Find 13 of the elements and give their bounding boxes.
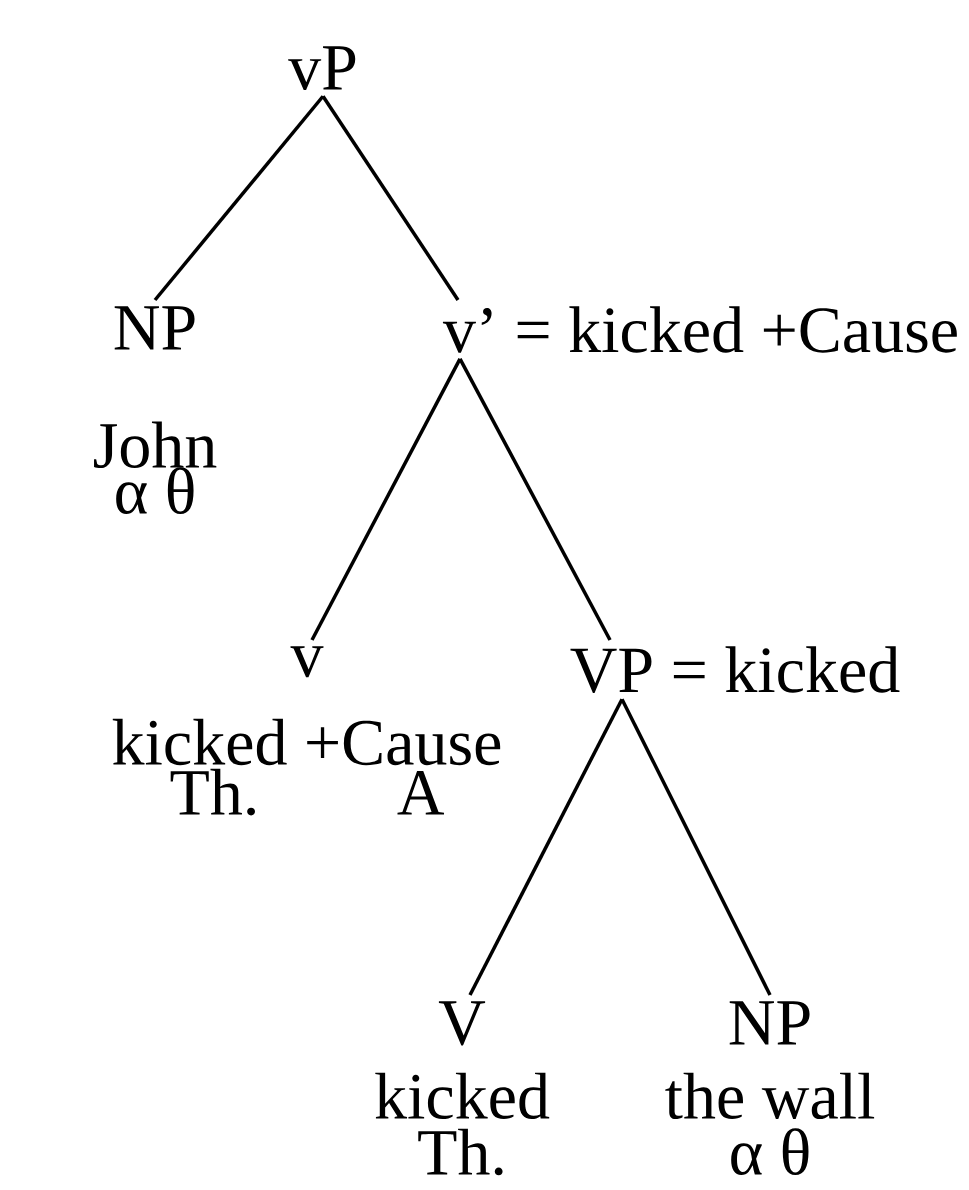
tree-branch [458,358,612,641]
tree-label: V kicked Th. [375,1001,550,1176]
tree-branch [620,698,772,996]
tree-branch [468,698,624,996]
tree-label: vP [288,46,356,91]
tree-label: v kicked +Cause Th. A [112,646,501,816]
tree-label: VP = kicked [570,646,900,693]
tree-label: NP the wall α θ [665,1001,875,1176]
tree-label: NP John α θ [94,306,217,515]
tree-label: v’ = kicked +Cause [442,306,957,353]
tree-branch [321,95,460,301]
tree-branch [153,95,325,302]
tree-branch [310,358,462,641]
